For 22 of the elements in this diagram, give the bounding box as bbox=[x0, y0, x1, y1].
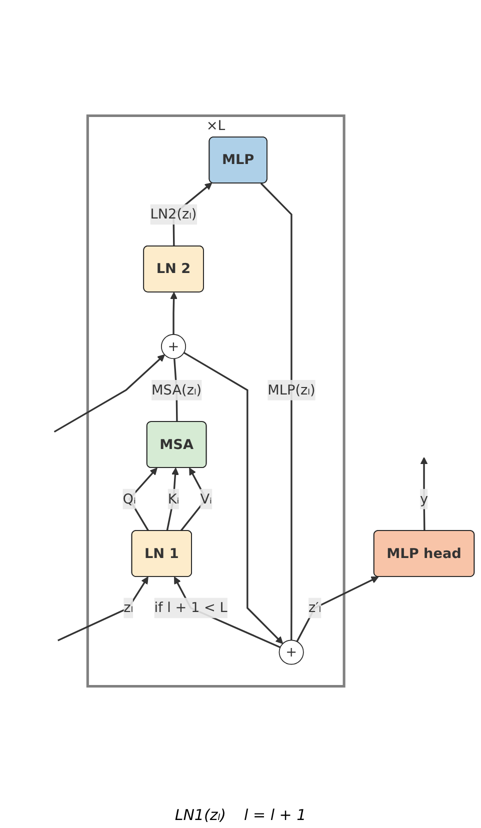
note-text: LN1(zₗ) bbox=[174, 806, 226, 824]
edge-label: z′ₗ bbox=[308, 599, 321, 616]
edge-label: if l + 1 < L bbox=[154, 599, 228, 616]
edge-label: MLP(zₗ) bbox=[268, 382, 316, 398]
connector bbox=[260, 182, 292, 640]
edge-label: MSA(zₗ) bbox=[152, 382, 202, 398]
edge-label: y bbox=[420, 490, 428, 507]
node-circle: + bbox=[161, 334, 186, 360]
arrow bbox=[166, 468, 179, 532]
edge-label: Kᵢ bbox=[168, 490, 180, 507]
arrow bbox=[58, 576, 148, 642]
edge-label: zₗ bbox=[124, 599, 134, 616]
edge-label: Qᵢ bbox=[122, 490, 136, 507]
arrow bbox=[420, 457, 428, 531]
arrow bbox=[54, 354, 165, 433]
node-circle: + bbox=[278, 640, 304, 665]
arrow bbox=[184, 352, 284, 644]
arrow bbox=[296, 576, 379, 642]
note-text: l = l + 1 bbox=[244, 806, 306, 824]
edge-label: Vᵢ bbox=[200, 490, 212, 507]
arrow bbox=[170, 292, 178, 334]
edge-label: LN2(zₗ) bbox=[150, 206, 197, 222]
